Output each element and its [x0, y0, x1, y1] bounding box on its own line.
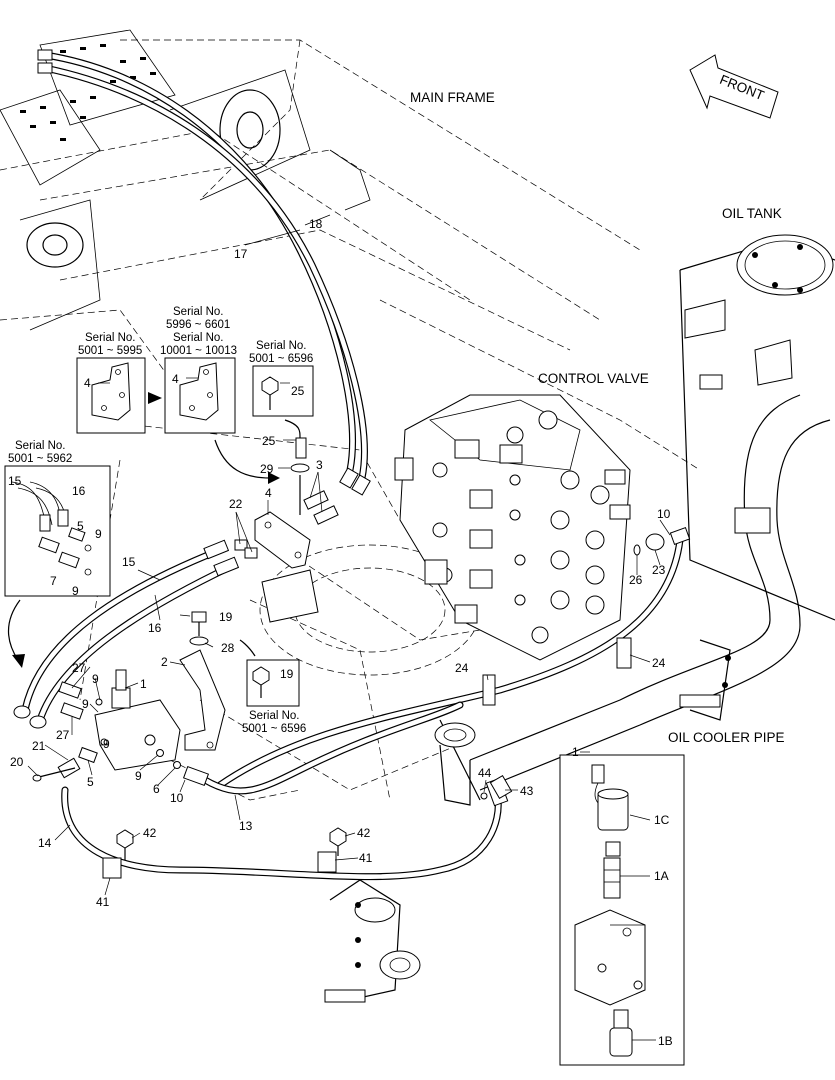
callout-20: 20 — [10, 755, 24, 769]
callout-1c: 1C — [654, 813, 670, 827]
serial-e-range: 5001 ~ 6596 — [242, 723, 306, 735]
callout-9-f: 9 — [135, 769, 142, 783]
serial-a-range: 5001 ~ 5995 — [78, 345, 142, 357]
callout-28: 28 — [221, 641, 235, 655]
callout-9-d: 9 — [82, 697, 89, 711]
serial-b-range1: 5996 ~ 6601 — [166, 319, 230, 331]
callout-25-a: 25 — [291, 384, 305, 398]
fitting-43-44 — [480, 775, 513, 800]
oil-cooler-pipe — [324, 394, 831, 1003]
hose-17-18 — [37, 49, 371, 496]
callout-9-a: 9 — [95, 527, 102, 541]
callout-22: 22 — [229, 497, 243, 511]
callout-2: 2 — [161, 655, 168, 669]
leader-lines — [27, 214, 671, 1041]
bolt-42-b — [329, 827, 347, 856]
callout-1b: 1B — [658, 1034, 673, 1048]
callout-13: 13 — [239, 819, 253, 833]
callout-19-a: 19 — [219, 610, 233, 624]
hose-24 — [216, 536, 684, 789]
oil-tank — [679, 234, 835, 621]
serial-box-5001-6596-bottom: Serial No. 5001 ~ 6596 — [242, 659, 306, 735]
callout-43: 43 — [520, 784, 534, 798]
solenoid-detail-box — [559, 754, 685, 1066]
callout-4-b: 4 — [172, 372, 179, 386]
callout-16-b: 16 — [148, 621, 162, 635]
callout-9-c: 9 — [92, 672, 99, 686]
serial-b-title1: Serial No. — [173, 306, 224, 318]
callout-41-a: 41 — [96, 895, 110, 909]
callout-9-e: 9 — [103, 737, 110, 751]
callout-1: 1 — [140, 677, 147, 691]
callout-1a: 1A — [654, 869, 669, 883]
callout-10-b: 10 — [657, 507, 671, 521]
callout-4-c: 4 — [265, 486, 272, 500]
solenoid-valve-block — [32, 649, 226, 787]
hose-14 — [61, 777, 509, 881]
hose-13 — [201, 701, 464, 795]
bolt-19-washer-28 — [189, 611, 209, 646]
serial-c-title: Serial No. — [256, 340, 307, 352]
callout-1-box: 1 — [572, 745, 579, 759]
callout-42-a: 42 — [143, 826, 157, 840]
callout-17: 17 — [234, 247, 248, 261]
serial-box-5001-5962: Serial No. 5001 ~ 5962 — [4, 440, 111, 597]
serial-b-range2: 10001 ~ 10013 — [160, 345, 237, 357]
serial-a-title: Serial No. — [85, 332, 136, 344]
control-valve — [394, 394, 631, 661]
callout-24-b: 24 — [652, 656, 666, 670]
callout-26: 26 — [629, 573, 643, 587]
callout-5-a: 5 — [77, 519, 84, 533]
callout-14: 14 — [38, 836, 52, 850]
callout-18: 18 — [309, 217, 323, 231]
serial-box-5001-5995: Serial No. 5001 ~ 5995 — [76, 332, 162, 434]
callout-21: 21 — [32, 739, 46, 753]
oil-cooler-pipe-label: OIL COOLER PIPE — [668, 730, 785, 745]
serial-c-range: 5001 ~ 6596 — [249, 353, 313, 365]
callout-24-a: 24 — [455, 661, 469, 675]
callout-44: 44 — [478, 766, 492, 780]
callout-23: 23 — [652, 563, 666, 577]
serial-b-title2: Serial No. — [173, 332, 224, 344]
serial-box-5996-6601: Serial No. 5996 ~ 6601 Serial No. 10001 … — [160, 306, 237, 434]
serial-e-title: Serial No. — [249, 710, 300, 722]
front-arrow — [689, 54, 779, 119]
callout-7: 7 — [50, 574, 57, 588]
callout-9-b: 9 — [72, 584, 79, 598]
callout-15-a: 15 — [8, 474, 22, 488]
callout-4-a: 4 — [84, 376, 91, 390]
callout-numbers: 17 18 4 4 25 25 29 3 4 22 15 16 5 9 7 9 … — [8, 217, 673, 1048]
callout-10-a: 10 — [170, 791, 184, 805]
callout-42-b: 42 — [357, 826, 371, 840]
callout-16-a: 16 — [72, 484, 86, 498]
oil-tank-label: OIL TANK — [722, 206, 782, 221]
fitting-23-26 — [633, 526, 691, 556]
bracket-4-assembly — [234, 437, 339, 623]
callout-27-b: 27 — [56, 728, 70, 742]
callout-19-b: 19 — [280, 667, 294, 681]
callout-27-a: 27 — [72, 661, 86, 675]
callout-29: 29 — [260, 462, 274, 476]
callout-25-b: 25 — [262, 434, 276, 448]
bolt-42-a — [116, 829, 134, 860]
callout-5-b: 5 — [87, 775, 94, 789]
callout-41-b: 41 — [359, 851, 373, 865]
control-valve-label: CONTROL VALVE — [538, 371, 649, 386]
serial-box-5001-6596-top: Serial No. 5001 ~ 6596 — [249, 340, 314, 417]
hose-15-16 — [13, 539, 240, 729]
callout-3: 3 — [316, 458, 323, 472]
callout-6: 6 — [153, 782, 160, 796]
platform-grating — [20, 44, 156, 141]
callout-15-b: 15 — [122, 555, 136, 569]
serial-d-range: 5001 ~ 5962 — [8, 453, 72, 465]
main-frame-label: MAIN FRAME — [410, 90, 495, 105]
serial-d-title: Serial No. — [15, 440, 66, 452]
